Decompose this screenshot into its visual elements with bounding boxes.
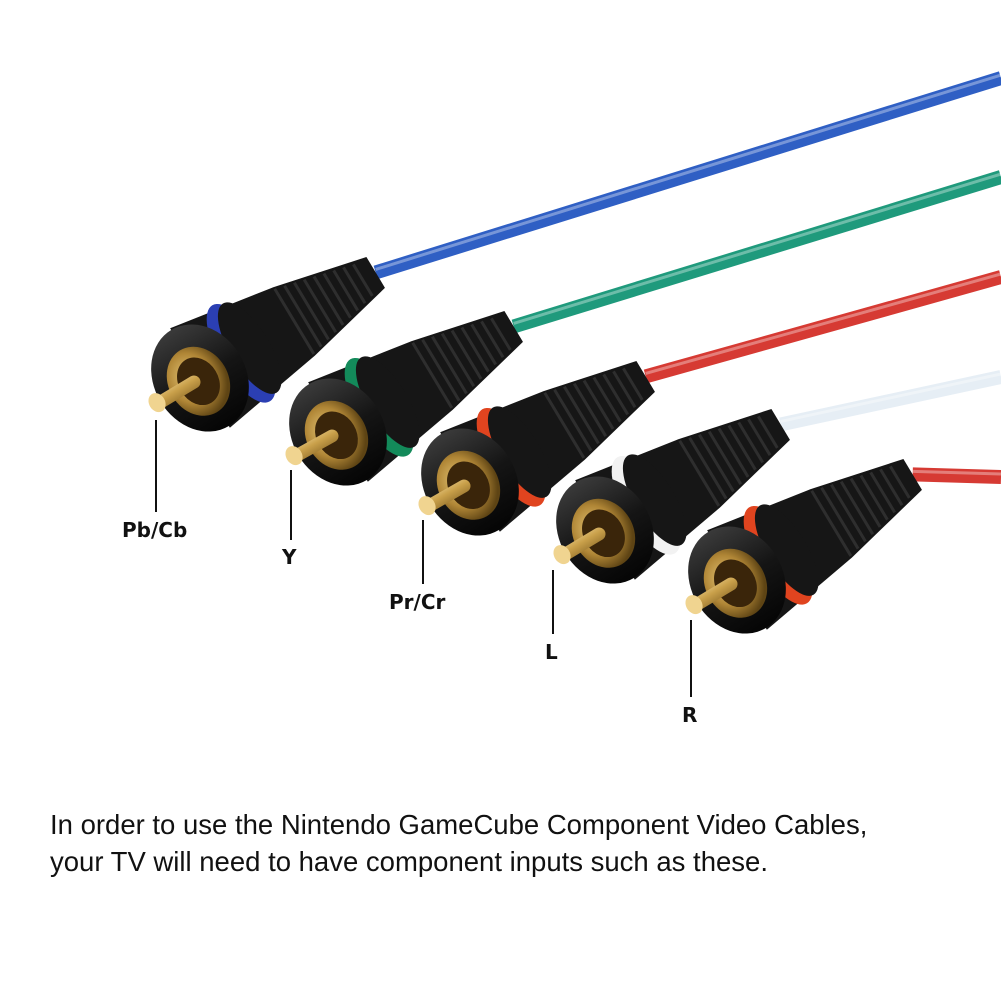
grip-ridge [698, 433, 735, 493]
grip-ridge [332, 269, 359, 312]
caption-text: In order to use the Nintendo GameCube Co… [50, 806, 990, 880]
grip-ridge [757, 415, 779, 449]
plug-collar [355, 356, 420, 448]
grip-ridge [322, 272, 352, 319]
connector-label-pr-cr: Pr/Cr [389, 590, 446, 614]
pin-tip [285, 446, 303, 466]
grip-ridge [283, 284, 323, 348]
grip-ridge [431, 335, 468, 395]
grip-ridge [342, 266, 367, 304]
pin-tip [553, 545, 571, 565]
rca-plug-icon [418, 360, 655, 536]
grip-ridge [302, 278, 338, 333]
cable-highlight [375, 73, 1001, 271]
grip-ridge [849, 477, 882, 528]
grip-ridge [553, 388, 593, 452]
connector-label-pb-cb: Pb/Cb [122, 518, 188, 542]
cable-wire [912, 467, 1001, 484]
grip-ridge [869, 471, 896, 514]
connector-label-y: Y [282, 545, 297, 569]
center-pin [152, 375, 201, 410]
grip-ridge [830, 483, 867, 543]
grip-ridge [490, 317, 512, 351]
cable-highlight [645, 272, 1001, 375]
grip-ridge [688, 436, 728, 500]
pin-tip [685, 595, 703, 615]
grip-ridge [440, 332, 476, 387]
rca-plug-icon [553, 408, 790, 584]
grip-ridge [480, 320, 505, 358]
cable-wire [511, 170, 1001, 334]
caption-line-2: your TV will need to have component inpu… [50, 846, 768, 877]
grip-ridge [460, 326, 490, 373]
grip-ridge [747, 418, 772, 456]
caption-line-1: In order to use the Nintendo GameCube Co… [50, 809, 868, 840]
cable-wire [643, 270, 1001, 384]
grip-ridge [707, 430, 743, 485]
grip-ridge [839, 480, 875, 535]
grip-ridge [411, 342, 454, 409]
plug-collar [622, 454, 687, 546]
rca-plug-icon [285, 310, 523, 486]
grip-ridge [563, 385, 600, 445]
grip-ridge [810, 490, 853, 557]
pin-tip [418, 496, 436, 516]
grip-ridge [273, 288, 316, 355]
cable-highlight [912, 469, 1001, 476]
connector-label-l: L [545, 640, 558, 664]
grip-ridge [592, 376, 622, 423]
grip-ridge [543, 392, 586, 459]
grip-ridge [889, 465, 911, 499]
pin-tip [148, 393, 166, 413]
center-pin [289, 429, 339, 463]
connector-label-r: R [682, 703, 698, 727]
center-pin [557, 527, 606, 562]
grip-ridge [678, 440, 721, 507]
grip-ridge [470, 323, 497, 366]
grip-ridge [820, 486, 860, 550]
grip-ridge [572, 382, 608, 437]
grip-ridge [450, 329, 483, 380]
grip-ridge [602, 373, 629, 416]
plug-collar [754, 504, 819, 596]
grip-ridge [312, 275, 345, 326]
cable-highlight [513, 172, 1001, 325]
rca-plug-icon [148, 256, 385, 432]
plug-collar [217, 302, 282, 394]
grip-ridge [737, 421, 764, 464]
cable-highlight [780, 372, 1001, 423]
grip-ridge [879, 468, 904, 506]
grip-ridge [293, 281, 330, 341]
grip-ridge [622, 367, 644, 401]
grip-ridge [727, 424, 757, 471]
center-pin [422, 479, 471, 513]
grip-ridge [859, 474, 889, 521]
cable-wire [779, 370, 1001, 432]
cable-wire [373, 71, 1001, 280]
center-pin [689, 577, 738, 612]
grip-ridge [612, 370, 637, 408]
grip-ridge [717, 427, 750, 478]
grip-ridge [582, 379, 615, 430]
plug-collar [487, 406, 552, 498]
rca-plug-icon [685, 458, 922, 634]
grip-ridge [352, 263, 374, 297]
grip-ridge [421, 338, 461, 402]
